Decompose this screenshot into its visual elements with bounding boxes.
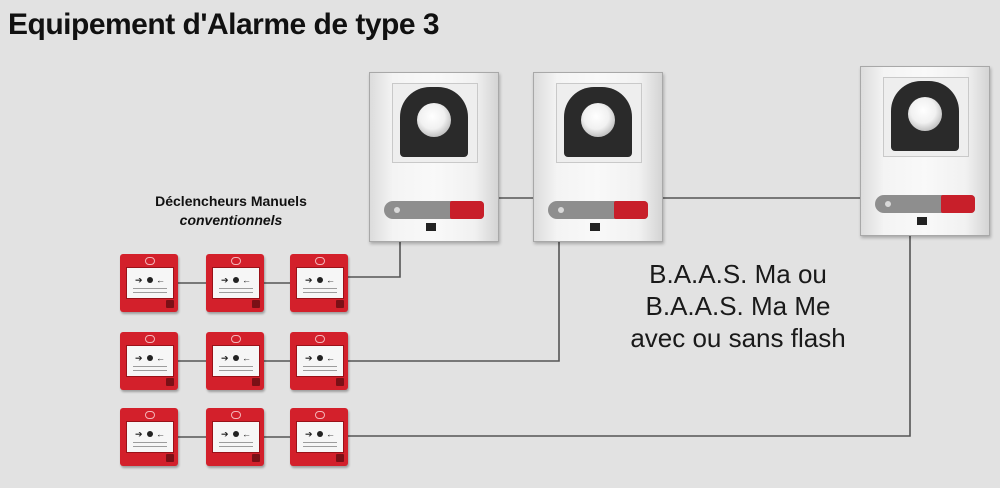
manual-call-points-label-line1: Déclencheurs Manuels <box>155 193 307 209</box>
baas-device-2 <box>533 72 663 242</box>
baas-button <box>917 217 927 225</box>
manual-call-point: ➔← <box>120 408 178 466</box>
manual-call-point: ➔← <box>206 332 264 390</box>
page-title: Equipement d'Alarme de type 3 <box>8 8 440 41</box>
baas-device-1 <box>369 72 499 242</box>
baas-control-panel <box>384 201 484 219</box>
manual-call-points-label: Déclencheurs Manuels conventionnels <box>120 192 342 230</box>
baas-description-line3: avec ou sans flash <box>630 323 846 353</box>
wire-row2-to-baas2 <box>348 240 560 362</box>
baas-button <box>590 223 600 231</box>
lamp-icon <box>564 87 632 157</box>
lamp-icon <box>891 81 959 151</box>
baas-control-panel <box>548 201 648 219</box>
baas-description-line1: B.A.A.S. Ma ou <box>649 259 827 289</box>
baas-description-line2: B.A.A.S. Ma Me <box>645 291 831 321</box>
wire-row3-to-baas3 <box>348 232 911 437</box>
baas-description: B.A.A.S. Ma ou B.A.A.S. Ma Me avec ou sa… <box>596 258 880 354</box>
lamp-icon <box>400 87 468 157</box>
manual-call-point: ➔← <box>290 408 348 466</box>
manual-call-point: ➔← <box>120 332 178 390</box>
wire-row1-to-baas1 <box>348 240 401 278</box>
baas-device-3 <box>860 66 990 236</box>
baas-control-panel <box>875 195 975 213</box>
manual-call-point: ➔← <box>290 332 348 390</box>
manual-call-point: ➔← <box>120 254 178 312</box>
manual-call-point: ➔← <box>206 254 264 312</box>
manual-call-points-label-line2: conventionnels <box>179 212 283 228</box>
manual-call-point: ➔← <box>290 254 348 312</box>
baas-button <box>426 223 436 231</box>
manual-call-point: ➔← <box>206 408 264 466</box>
